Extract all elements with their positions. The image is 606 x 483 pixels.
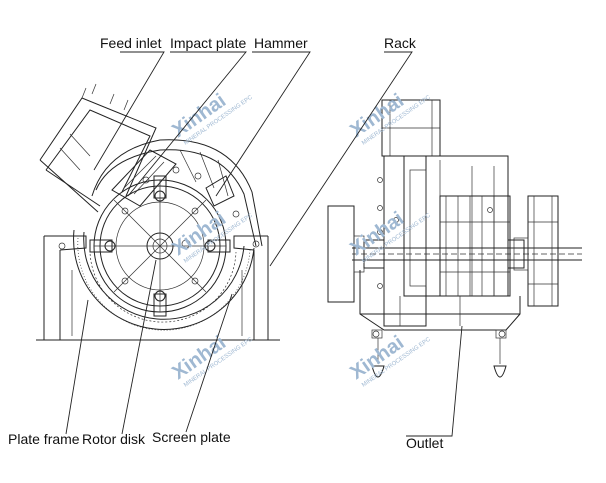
side-rotor-stack xyxy=(439,195,511,297)
label-feed-inlet: Feed inlet xyxy=(100,35,162,51)
front-view xyxy=(36,83,280,341)
watermark-logo-4: Xinhai MINERAL PROCESSING EPC xyxy=(346,208,432,265)
screen-plate xyxy=(73,229,255,331)
leader-screen-plate xyxy=(185,293,233,433)
leader-rotor-disk xyxy=(121,259,157,435)
label-rotor-disk: Rotor disk xyxy=(82,431,146,447)
side-base xyxy=(359,270,521,339)
leader-plate-frame xyxy=(65,299,89,435)
label-screen-plate: Screen plate xyxy=(152,429,231,445)
leader-lines xyxy=(65,51,463,437)
side-shaft xyxy=(352,247,582,261)
label-hammer: Hammer xyxy=(254,35,308,51)
side-bolts xyxy=(377,177,493,289)
watermark-logo-1: Xinhai MINERAL PROCESSING EPC xyxy=(168,90,254,147)
hammer xyxy=(89,175,235,317)
label-outlet: Outlet xyxy=(406,435,443,451)
feed-chute xyxy=(39,83,157,213)
label-impact-plate: Impact plate xyxy=(170,35,246,51)
rotor-disk xyxy=(93,179,227,313)
label-plate-frame: Plate frame xyxy=(8,431,80,447)
leader-rack xyxy=(269,51,413,267)
leader-outlet xyxy=(406,325,463,437)
right-pulley xyxy=(513,195,559,307)
plate-frame-body xyxy=(36,235,280,341)
bearings xyxy=(363,239,525,269)
frame-bolts xyxy=(58,166,260,250)
impact-plate xyxy=(111,149,177,207)
label-rack: Rack xyxy=(384,35,417,51)
watermark-logo-6: Xinhai MINERAL PROCESSING EPC xyxy=(346,332,432,389)
leader-impact-plate xyxy=(127,51,247,197)
side-view xyxy=(327,99,582,378)
leader-hammer xyxy=(215,51,311,197)
lifting-hooks xyxy=(371,338,507,378)
leader-feed-inlet xyxy=(93,51,165,171)
